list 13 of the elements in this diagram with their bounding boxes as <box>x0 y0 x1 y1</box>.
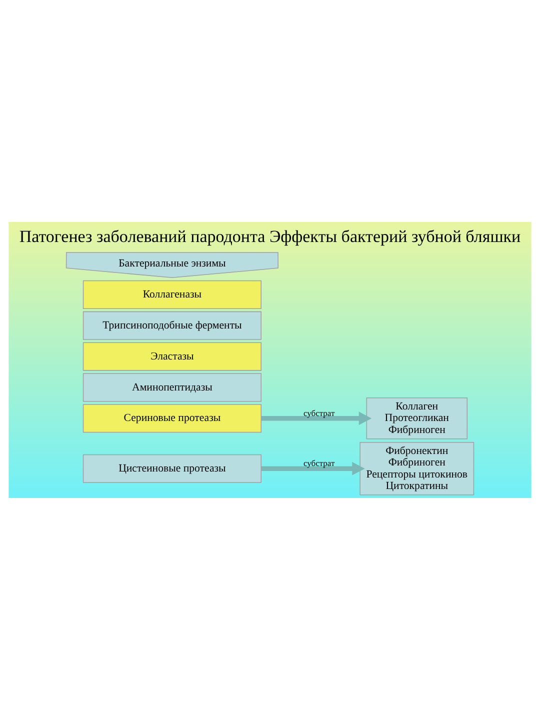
node-box: Сериновые протеазы <box>82 404 262 433</box>
node-box: Фибронектин Фибриноген Рецепторы цитокинов Цитократины <box>360 442 474 496</box>
edge-label: субстрат <box>303 408 335 418</box>
edge-label: субстрат <box>303 458 335 468</box>
arrow <box>261 412 372 426</box>
node-box: Трипсиноподобные ферменты <box>82 311 262 340</box>
arrow <box>261 462 365 476</box>
node-box: Коллагеназы <box>82 280 262 309</box>
node-box: Коллаген Протеогликан Фибриноген <box>366 398 468 440</box>
node-box: Цистеиновые протеазы <box>82 454 262 483</box>
node-box: Эластазы <box>82 342 262 371</box>
node-box: Аминопептидазы <box>82 373 262 402</box>
diagram-title: Патогенез заболеваний пародонта Эффекты бактерий зубной бляшки <box>19 226 521 246</box>
